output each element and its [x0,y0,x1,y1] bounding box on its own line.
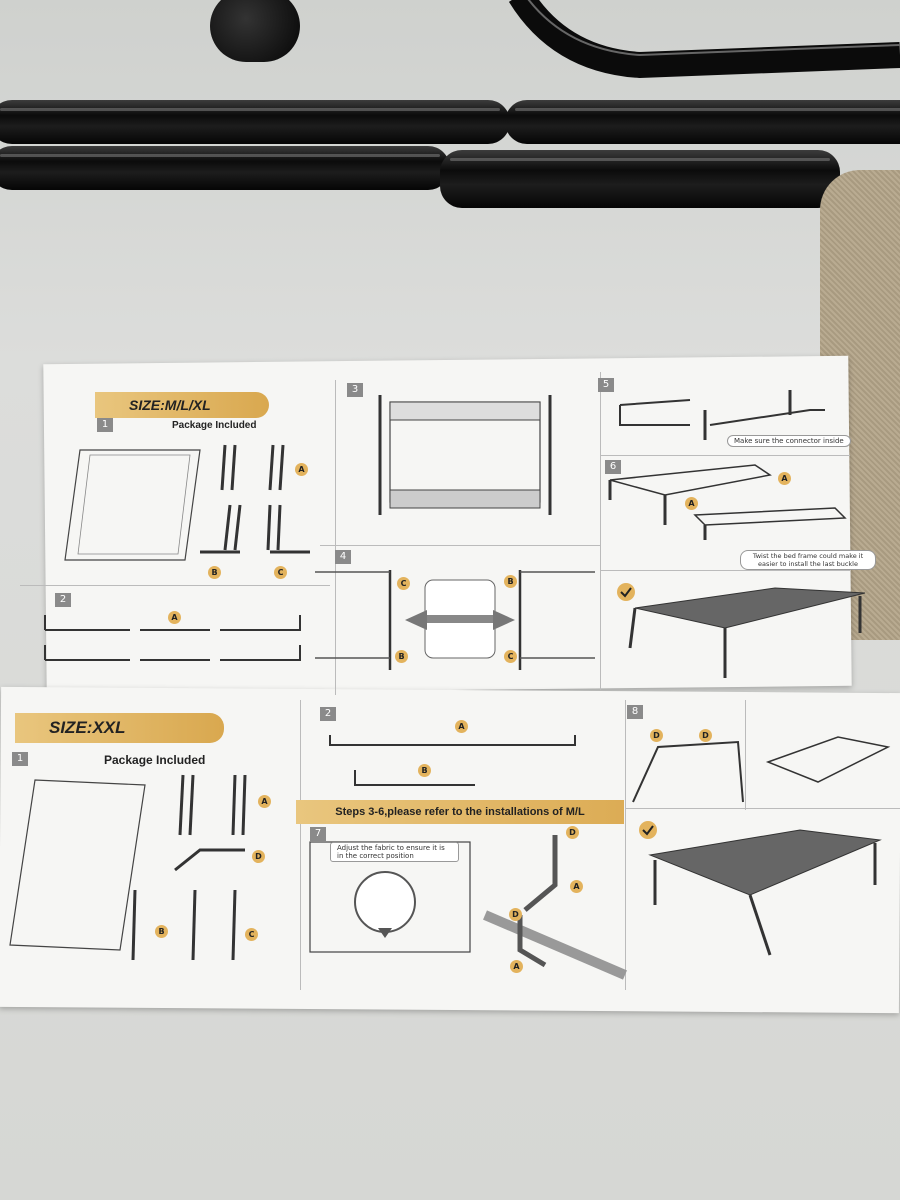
letter-circle: A [510,960,523,973]
tube-top-right [505,100,900,144]
divider [625,700,626,990]
letter-circle: C [504,650,517,663]
size-badge-ml: SIZE:M/L/XL [95,392,269,418]
step-number: 4 [335,550,351,564]
completed-bed-xxl [648,829,882,956]
step1-ml-parts-drawing [64,444,310,561]
completed-bed-ml [628,587,866,678]
letter-circle: B [155,925,168,938]
step7-detail-drawing [483,835,627,980]
divider [320,545,600,546]
letter-circle: B [418,764,431,777]
step-number: 7 [310,827,326,841]
letter-circle: A [168,611,181,624]
letter-circle: D [699,729,712,742]
step5-drawing [619,390,825,440]
letter-circle: A [570,880,583,893]
twist-note: Twist the bed frame could make it easier… [740,550,876,570]
step-number: 2 [55,593,71,607]
letter-circle: A [778,472,791,485]
check-icon [639,821,657,839]
tube-bottom-left [0,146,450,190]
letter-circle: D [650,729,663,742]
letter-circle: A [295,463,308,476]
letter-circle: D [252,850,265,863]
divider [20,585,330,586]
step-number: 8 [627,705,643,719]
letter-circle: A [685,497,698,510]
step-number: 5 [598,378,614,392]
letter-circle: D [509,908,522,921]
adjust-note: Adjust the fabric to ensure it is in the… [330,842,459,862]
letter-circle: B [208,566,221,579]
divider [625,808,900,809]
letter-circle: C [245,928,258,941]
divider [600,372,601,690]
letter-circle: A [258,795,271,808]
connector-note: Make sure the connector inside [727,435,851,447]
letter-circle: C [274,566,287,579]
package-included-label: Package Included [172,420,257,431]
step-number: 1 [97,418,113,432]
letter-circle: B [504,575,517,588]
check-icon [617,583,635,601]
divider [600,455,850,456]
step6-drawing [608,464,847,540]
tube-bottom-right [440,150,840,208]
letter-circle: D [566,826,579,839]
step3-drawing [378,395,552,515]
step-number: 1 [12,752,28,766]
divider [745,700,746,810]
divider [600,570,850,571]
step4-drawing [315,570,595,670]
curved-tube [508,0,900,79]
package-included-label: Package Included [104,753,206,767]
step-number: 6 [605,460,621,474]
size-badge-xxl: SIZE:XXL [15,713,224,743]
step2-ml-drawing [44,615,301,661]
step-number: 3 [347,383,363,397]
letter-circle: A [455,720,468,733]
step8-drawing [632,736,891,803]
step2-xxl-drawing [329,735,576,786]
divider [300,700,301,990]
refer-note: Steps 3-6,please refer to the installati… [296,800,624,824]
tube-top-left [0,100,510,144]
step-number: 2 [320,707,336,721]
rubber-foot [210,0,300,62]
divider [335,380,336,695]
letter-circle: C [397,577,410,590]
letter-circle: B [395,650,408,663]
step1-xxl-parts-drawing [9,774,247,961]
